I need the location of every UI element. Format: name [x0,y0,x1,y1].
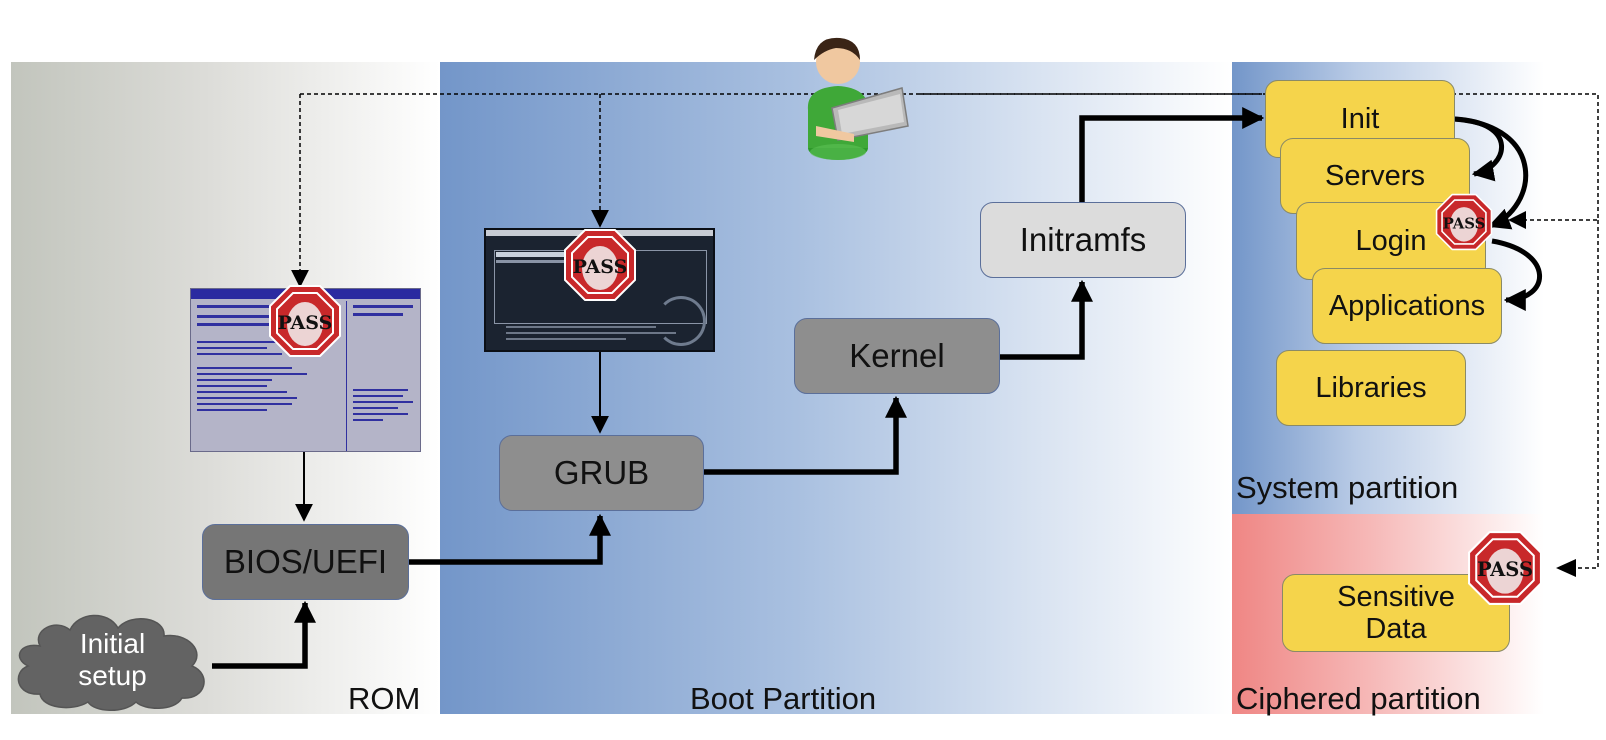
kernel-box: Kernel [794,318,1000,394]
pass-text: PASS [278,312,333,334]
initramfs-box: Initramfs [980,202,1186,278]
bios-uefi-box: BIOS/UEFI [202,524,409,600]
pass-text: PASS [1443,214,1486,232]
rom-label: ROM [348,681,421,716]
applications-box: Applications [1312,268,1502,344]
system-partition-label: System partition [1236,470,1459,505]
servers-box: Servers [1280,138,1470,214]
libraries-box: Libraries [1276,350,1466,426]
pass-text: PASS [573,256,628,278]
initial-setup-label: Initial setup [78,628,147,691]
stop-sign-pass-icon: PASS [1435,193,1493,251]
stop-sign-pass-icon: PASS [269,285,341,357]
ciphered-partition-label: Ciphered partition [1236,681,1481,716]
grub-box: GRUB [499,435,704,511]
boot-partition-label: Boot Partition [690,681,877,716]
stop-sign-pass-icon: PASS [564,229,636,301]
stop-sign-pass-icon: PASS [1468,531,1542,605]
pass-text: PASS [1477,558,1533,581]
cloud-shape [17,614,205,711]
user-with-laptop-icon [807,37,909,160]
initial-setup-cloud: Initial setup [10,608,215,712]
